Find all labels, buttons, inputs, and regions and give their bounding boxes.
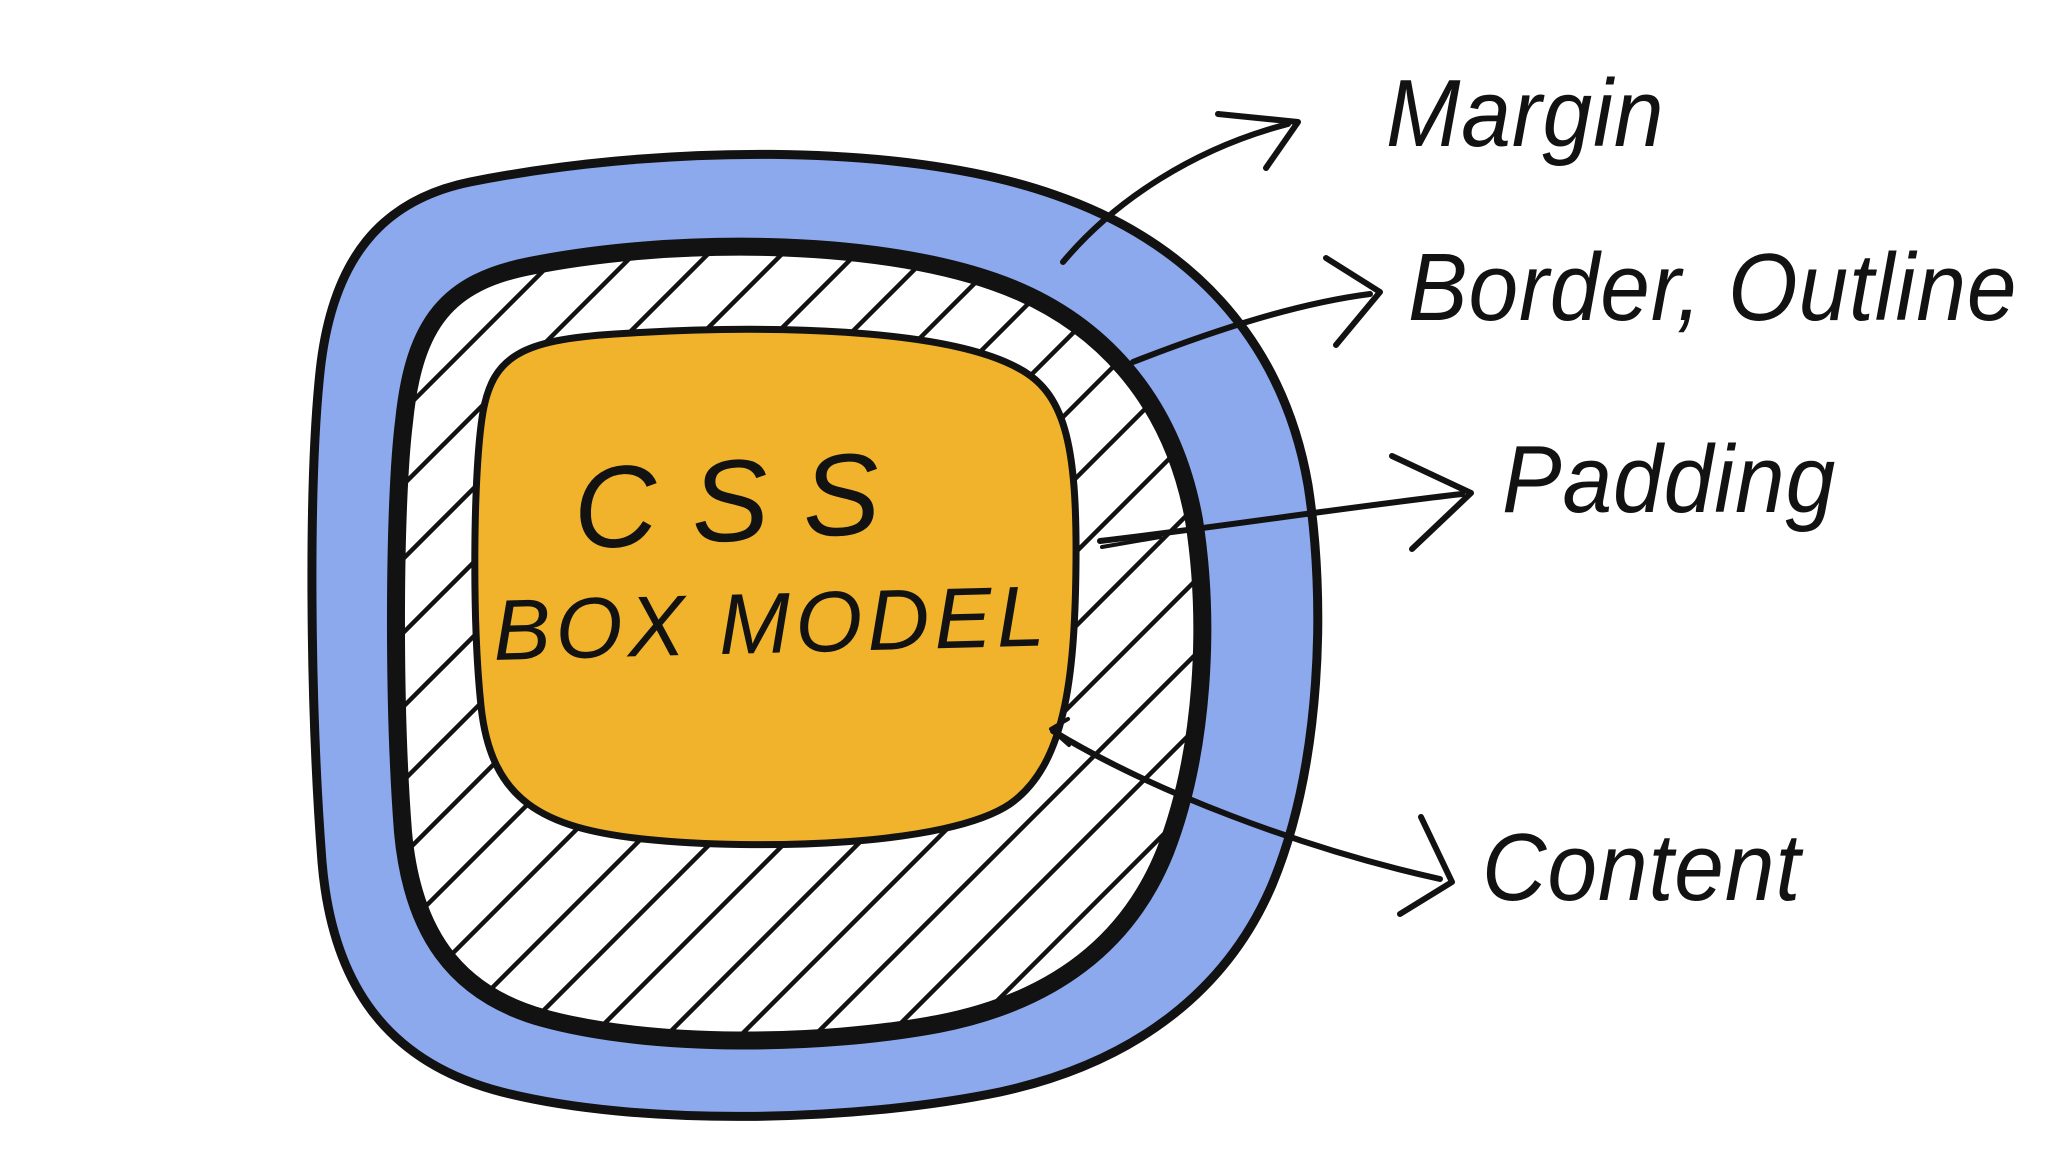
margin-label: Margin <box>1386 60 1665 167</box>
content-arrow <box>1049 717 1455 917</box>
content-arrowhead-icon <box>1397 814 1455 917</box>
padding-label: Padding <box>1502 426 1837 533</box>
box-title-line1: CSS <box>570 426 917 574</box>
margin-arrow <box>1060 111 1301 265</box>
padding-arrow-line <box>1097 491 1465 544</box>
margin-arrowhead-icon <box>1215 111 1301 171</box>
content-arrow-line <box>1050 728 1443 882</box>
border-arrow-line <box>1130 291 1373 365</box>
content-arrow-start-tick-icon <box>1049 717 1071 747</box>
border-arrow <box>1130 255 1383 365</box>
content-label: Content <box>1482 814 1802 921</box>
box-title-line2: BOX MODEL <box>492 568 1051 679</box>
border-outline-label: Border, Outline <box>1408 234 2018 341</box>
content-region <box>471 325 1080 849</box>
border-arrowhead-icon <box>1323 255 1383 348</box>
margin-arrow-line <box>1060 121 1291 265</box>
padding-arrow-tail-tick <box>1100 535 1162 549</box>
padding-arrow <box>1097 453 1474 552</box>
padding-arrowhead-icon <box>1389 453 1474 552</box>
